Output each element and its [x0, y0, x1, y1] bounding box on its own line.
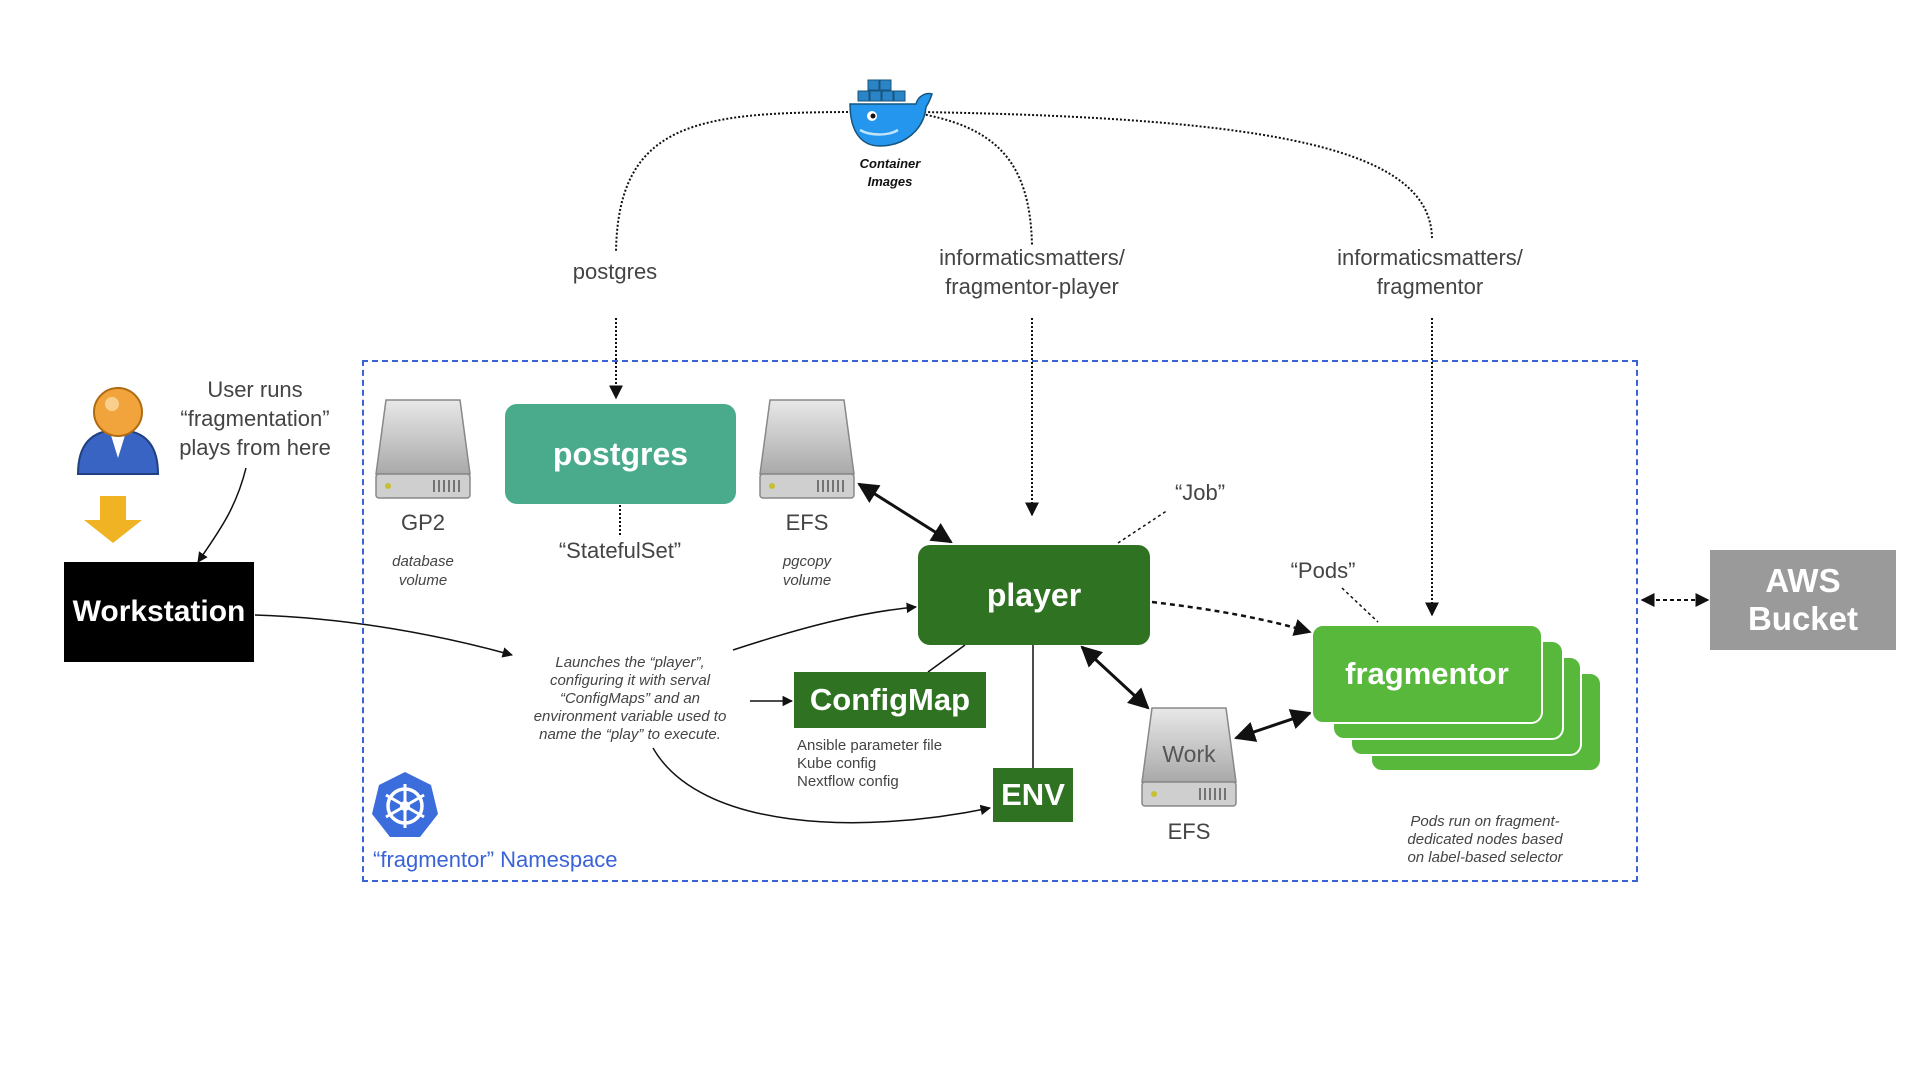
- edge-docker-fragmentor: [919, 111, 1433, 239]
- user-note-line2: “fragmentation”: [180, 406, 330, 431]
- postgres-node: postgres: [505, 404, 736, 504]
- docker-caption-line2: Images: [867, 174, 913, 189]
- configmap-item-2: Kube config: [797, 755, 877, 772]
- launch-note-line4: environment variable used to: [533, 708, 727, 725]
- efs-pgcopy-desc-line2: volume: [782, 572, 832, 589]
- gp2-disk-icon: [375, 399, 471, 499]
- edge-pods-tick: [1341, 587, 1379, 623]
- edge-player-fragmentor: [1151, 600, 1312, 636]
- fragmentor-node: fragmentor: [1311, 624, 1543, 724]
- pods-note-line2: dedicated nodes based: [1407, 831, 1563, 848]
- launch-note-line1: Launches the “player”,: [555, 654, 705, 671]
- gp2-desc-line1: database: [392, 553, 454, 570]
- user-down-arrow: [84, 496, 142, 543]
- env-node: ENV: [993, 768, 1073, 822]
- fragmentor-image-label-line2: fragmentor: [1376, 274, 1484, 299]
- fragmentor-image-label-line1: informaticsmatters/: [1337, 245, 1523, 270]
- pods-note-line3: on label-based selector: [1407, 849, 1563, 866]
- efs-pgcopy-desc-line1: pgcopy: [782, 553, 832, 570]
- launch-note-line5: name the “play” to execute.: [539, 726, 721, 743]
- configmap-item-3: Nextflow config: [797, 773, 899, 790]
- aws-bucket-line1: AWS: [1765, 562, 1841, 600]
- postgres-kind-label: “StatefulSet”: [558, 538, 682, 563]
- launch-note-line2: configuring it with serval: [549, 672, 711, 689]
- edge-workstation-to-note: [254, 614, 514, 658]
- edge-note-to-player: [732, 602, 918, 651]
- edge-efs-player: [857, 482, 953, 544]
- player-image-label-line1: informaticsmatters/: [939, 245, 1125, 270]
- namespace-boundary: [362, 360, 1638, 882]
- configmap-item-1: Ansible parameter file: [797, 737, 943, 754]
- user-note-line3: plays from here: [179, 435, 331, 460]
- edge-player-configmap: [927, 644, 966, 673]
- namespace-label: “fragmentor” Namespace: [373, 847, 618, 872]
- docker-whale-icon: [849, 79, 933, 147]
- player-node: player: [918, 545, 1150, 645]
- pods-note-line1: Pods run on fragment-: [1410, 813, 1560, 830]
- configmap-node: ConfigMap: [794, 672, 986, 728]
- gp2-label: GP2: [400, 510, 446, 535]
- edge-job-tick: [1117, 509, 1169, 544]
- pods-label: “Pods”: [1290, 558, 1356, 583]
- edge-note-to-env: [652, 747, 992, 824]
- postgres-image-label: postgres: [572, 259, 658, 284]
- job-label: “Job”: [1174, 480, 1226, 505]
- work-efs-disk-icon: [1141, 707, 1237, 807]
- edge-docker-player: [909, 111, 1033, 246]
- work-efs-label: EFS: [1167, 819, 1211, 844]
- work-disk-label: Work: [1162, 741, 1216, 767]
- edge-work-fragmentor: [1234, 709, 1312, 742]
- aws-bucket-line2: Bucket: [1747, 600, 1859, 637]
- edge-docker-postgres: [615, 111, 861, 253]
- aws-bucket-node: AWS Bucket: [1710, 550, 1896, 650]
- edge-player-work: [1080, 645, 1150, 710]
- workstation-node: Workstation: [64, 562, 254, 662]
- player-image-label-line2: fragmentor-player: [945, 274, 1119, 299]
- docker-caption-line1: Container: [859, 156, 921, 171]
- edge-user-to-workstation: [197, 467, 247, 563]
- user-icon: [76, 387, 160, 475]
- launch-note-line3: “ConfigMaps” and an: [559, 690, 701, 707]
- kubernetes-icon: [372, 772, 438, 837]
- user-note-line1: User runs: [207, 377, 303, 402]
- gp2-desc-line2: volume: [398, 572, 448, 589]
- efs-pgcopy-label: EFS: [785, 510, 829, 535]
- efs-pgcopy-disk-icon: [759, 399, 855, 499]
